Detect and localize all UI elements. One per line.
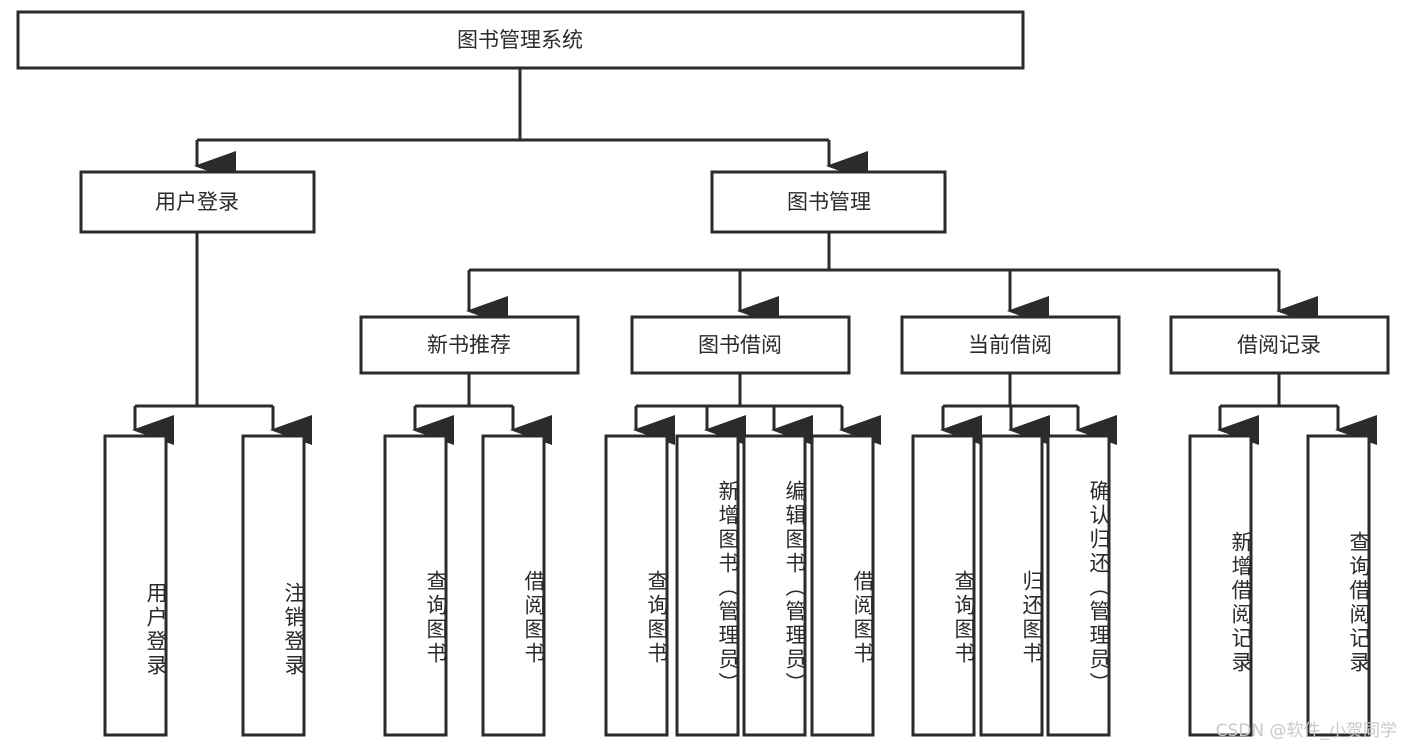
node-label-book-borrow: 图书借阅 (698, 333, 782, 357)
node-label-user-login: 用户登录 (155, 190, 239, 214)
connector-group-borrow-record (1217, 373, 1377, 445)
node-box-record-query[interactable] (1306, 434, 1371, 737)
connector-group-user-login (132, 232, 312, 445)
node-box-record-add[interactable] (1188, 434, 1253, 737)
node-box-borrow-edit-book[interactable] (742, 434, 807, 737)
node-box-book-borrow[interactable] (630, 315, 851, 375)
node-box-current-return-book[interactable] (979, 434, 1044, 737)
node-label-new-book-recommend: 新书推荐 (427, 333, 511, 357)
node-box-borrow-record[interactable] (1169, 315, 1390, 375)
node-box-borrow-query-book[interactable] (604, 434, 669, 737)
node-box-borrow-add-book[interactable] (675, 434, 740, 737)
node-box-current-confirm-return[interactable] (1046, 434, 1111, 737)
connector-group-book-manage (466, 232, 1318, 326)
node-box-recommend-borrow-book[interactable] (481, 434, 546, 737)
node-labels-horizontal: 图书管理系统 用户登录 图书管理 新书推荐 图书借阅 当前借阅 借阅记录 (155, 28, 1321, 357)
node-label-root: 图书管理系统 (457, 28, 583, 52)
node-box-user-login[interactable] (79, 170, 316, 234)
node-box-user-logout[interactable] (241, 434, 306, 737)
node-box-current-borrow[interactable] (900, 315, 1121, 375)
node-label-current-borrow: 当前借阅 (968, 333, 1052, 357)
node-label-book-manage: 图书管理 (787, 190, 871, 214)
connector-group-new-book-recommend (412, 373, 552, 445)
connector-group-book-borrow (633, 373, 881, 445)
node-box-recommend-query-book[interactable] (383, 434, 448, 737)
node-box-new-book-recommend[interactable] (359, 315, 580, 375)
node-box-root[interactable] (16, 10, 1025, 70)
node-label-borrow-record: 借阅记录 (1237, 333, 1321, 357)
connector-group-root (194, 68, 868, 181)
node-box-user-login-do[interactable] (103, 434, 168, 737)
node-box-book-manage[interactable] (710, 170, 947, 234)
node-box-borrow-borrow-book[interactable] (810, 434, 875, 737)
connector-group-current-borrow (940, 373, 1117, 445)
csdn-watermark: CSDN @软件_小贺同学 (1215, 721, 1397, 741)
node-box-current-query-book[interactable] (911, 434, 976, 737)
node-boxes (16, 10, 1390, 737)
